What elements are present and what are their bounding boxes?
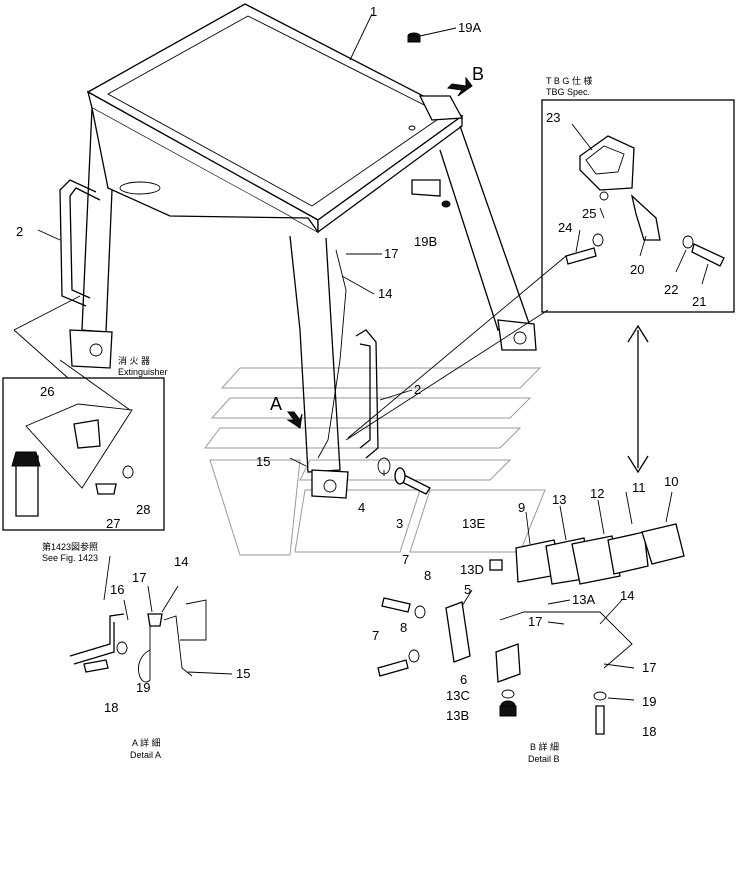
callout-12: 12 (590, 486, 604, 501)
arrow-B (446, 76, 473, 97)
callout-13C: 13C (446, 688, 470, 703)
callout-16: 16 (110, 582, 124, 597)
callout-18-detail-b: 18 (642, 724, 656, 739)
callout-3: 3 (396, 516, 403, 531)
leader-tbg (345, 255, 567, 441)
note-extinguisher-jp: 消 火 器 (118, 355, 150, 366)
callout-5: 5 (464, 582, 471, 597)
callout-17-detail-b-right: 17 (642, 660, 656, 675)
callout-9: 9 (518, 500, 525, 515)
callout-7-bottom: 7 (372, 628, 379, 643)
handrail-right (355, 329, 379, 459)
callout-17-detail-b-left: 17 (528, 614, 542, 629)
bolt-3 (394, 467, 431, 495)
callout-22: 22 (664, 282, 678, 297)
tbg-inset (541, 99, 735, 313)
callout-6: 6 (460, 672, 467, 687)
note-fig-en: See Fig. 1423 (42, 553, 98, 563)
canopy-roof (86, 3, 464, 234)
callout-17-top: 17 (384, 246, 398, 261)
callout-13: 13 (552, 492, 566, 507)
detail-a-parts (69, 599, 207, 683)
callout-8-bottom: 8 (400, 620, 407, 635)
extinguisher-inset (2, 377, 165, 531)
note-extinguisher-en: Extinguisher (118, 367, 168, 377)
callout-10: 10 (664, 474, 678, 489)
callout-19-detail-a: 19 (136, 680, 150, 695)
note-tbg-jp: T B G 仕 様 (546, 75, 592, 86)
callout-19-detail-b: 19 (642, 694, 656, 709)
callout-13A: 13A (572, 592, 595, 607)
callout-17-detail-a: 17 (132, 570, 146, 585)
callout-7-top: 7 (402, 552, 409, 567)
callout-15-top: 15 (256, 454, 270, 469)
note-detail-a-en: Detail A (130, 750, 161, 760)
callout-13E: 13E (462, 516, 485, 531)
arrow-A (286, 411, 303, 429)
callout-20: 20 (630, 262, 644, 277)
cap-19A (407, 32, 421, 43)
work-light-assembly (377, 523, 685, 735)
callout-28: 28 (136, 502, 150, 517)
callout-2-right: 2 (414, 382, 421, 397)
callout-13D: 13D (460, 562, 484, 577)
callout-26: 26 (40, 384, 54, 399)
callout-21: 21 (692, 294, 706, 309)
callout-27: 27 (106, 516, 120, 531)
callout-2-left: 2 (16, 224, 23, 239)
callout-14-top: 14 (378, 286, 392, 301)
callout-14-detail-b: 14 (620, 588, 634, 603)
callout-A: A (270, 394, 282, 414)
callout-14-detail-a: 14 (174, 554, 188, 569)
callout-23: 23 (546, 110, 560, 125)
note-detail-b-jp: B 詳 細 (530, 741, 559, 752)
watermark-logo (204, 367, 546, 556)
note-tbg-en: TBG Spec. (546, 87, 590, 97)
callout-19A: 19A (458, 20, 481, 35)
leader-extinguisher (13, 295, 131, 411)
mount-block-B (418, 95, 464, 121)
cap-19B (441, 200, 451, 208)
double-arrow (627, 324, 649, 474)
note-fig-jp: 第1423図参照 (42, 541, 98, 552)
canopy-posts (69, 107, 537, 499)
callout-24: 24 (558, 220, 572, 235)
callout-19B: 19B (414, 234, 437, 249)
note-detail-b-en: Detail B (528, 754, 560, 764)
callout-B: B (472, 64, 484, 84)
callout-13B: 13B (446, 708, 469, 723)
leader-lines (37, 13, 709, 701)
callout-25: 25 (582, 206, 596, 221)
callout-1: 1 (370, 4, 377, 19)
wire-harness (317, 249, 347, 459)
note-detail-a-jp: A 詳 細 (132, 737, 161, 748)
handrail-left (59, 179, 101, 307)
callout-18-detail-a: 18 (104, 700, 118, 715)
callout-11: 11 (632, 480, 646, 495)
callout-8-top: 8 (424, 568, 431, 583)
callout-15-detail-a: 15 (236, 666, 250, 681)
callout-4: 4 (358, 500, 365, 515)
